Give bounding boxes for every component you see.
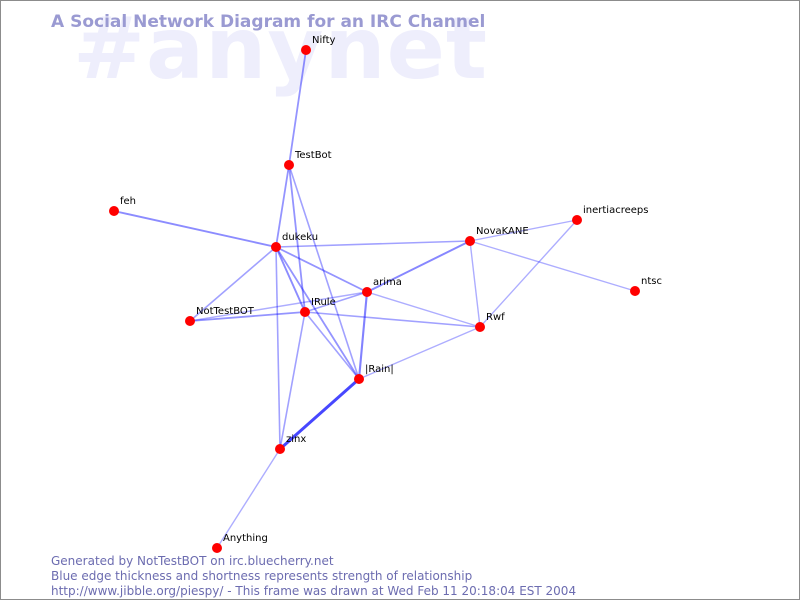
node-NovaKANE: NovaKANE: [465, 226, 529, 246]
node-feh: feh: [109, 196, 136, 216]
edge-Rain-zinx: [279, 377, 360, 451]
node-dot: [301, 45, 311, 55]
node-dot: [212, 543, 222, 553]
edge-Nifty-TestBot: [288, 49, 307, 166]
edge-IRule-Rwf: [304, 311, 481, 328]
node-zinx: zinx: [275, 434, 306, 454]
edge-IRule-Rain: [304, 311, 360, 380]
edge-arima-Rain: [357, 291, 369, 380]
edge-dukeku-NovaKANE: [275, 240, 471, 248]
node-dot: [300, 307, 310, 317]
edge-arima-NotTestBOT: [189, 291, 368, 322]
edge-inertiacreeps-Rwf: [479, 219, 578, 328]
node-ntsc: ntsc: [630, 276, 662, 296]
node-dot: [630, 286, 640, 296]
node-label: Rwf: [486, 312, 505, 323]
node-inertiacreeps: inertiacreeps: [572, 205, 648, 225]
edge-TestBot-dukeku: [275, 164, 290, 248]
footer-legend-note: Blue edge thickness and shortness repres…: [51, 569, 473, 583]
node-label: feh: [120, 196, 136, 207]
node-dot: [362, 287, 372, 297]
node-Anything: Anything: [212, 533, 268, 553]
edge-feh-dukeku: [113, 210, 277, 248]
node-arima: arima: [362, 277, 402, 297]
node-label: IRule: [311, 297, 336, 308]
node-dot: [275, 444, 285, 454]
node-dot: [109, 206, 119, 216]
node-Rwf: Rwf: [475, 312, 505, 332]
edge-NovaKANE-inertiacreeps: [469, 219, 578, 242]
node-label: inertiacreeps: [583, 205, 648, 216]
edge-dukeku-NotTestBOT: [189, 246, 277, 322]
node-label: NovaKANE: [476, 226, 529, 237]
node-label: Nifty: [312, 35, 336, 46]
edge-layer: [113, 49, 636, 549]
edge-arima-IRule: [304, 291, 368, 313]
diagram-title: A Social Network Diagram for an IRC Chan…: [51, 12, 486, 32]
footer-generated-by: Generated by NotTestBOT on irc.bluecherr…: [51, 554, 334, 568]
node-TestBot: TestBot: [284, 150, 332, 170]
node-dot: [572, 215, 582, 225]
node-dot: [475, 322, 485, 332]
node-label: Anything: [223, 533, 268, 544]
node-label: TestBot: [294, 150, 332, 161]
edge-NovaKANE-arima: [366, 240, 471, 293]
edge-TestBot-Rain: [288, 164, 360, 380]
node-Rain: |Rain|: [354, 364, 394, 384]
node-dot: [271, 242, 281, 252]
node-dot: [284, 160, 294, 170]
edge-NotTestBOT-IRule: [189, 311, 306, 322]
edge-dukeku-arima: [275, 246, 368, 293]
node-label: ntsc: [641, 276, 662, 287]
edge-NovaKANE-Rwf: [469, 240, 481, 328]
edge-zinx-Anything: [216, 448, 281, 549]
node-dot: [465, 236, 475, 246]
node-label: zinx: [286, 434, 306, 445]
node-label: dukeku: [282, 232, 318, 243]
footer-timestamp: http://www.jibble.org/piespy/ - This fra…: [51, 584, 577, 598]
node-IRule: IRule: [300, 297, 336, 317]
edge-dukeku-IRule: [275, 246, 306, 313]
edge-TestBot-IRule: [288, 164, 306, 313]
edge-NovaKANE-ntsc: [469, 240, 636, 292]
channel-watermark: #anynet: [73, 0, 489, 99]
node-label: NotTestBOT: [196, 306, 255, 317]
node-Nifty: Nifty: [301, 35, 336, 55]
node-label: arima: [373, 277, 402, 288]
edge-IRule-zinx: [279, 311, 306, 450]
edge-Rwf-Rain: [358, 326, 481, 380]
node-dukeku: dukeku: [271, 232, 318, 252]
edge-dukeku-Rain: [275, 246, 360, 380]
node-label: |Rain|: [365, 364, 394, 375]
node-dot: [185, 316, 195, 326]
node-NotTestBOT: NotTestBOT: [185, 306, 255, 326]
edge-dukeku-zinx: [275, 246, 281, 450]
node-dot: [354, 374, 364, 384]
edge-arima-Rwf: [366, 291, 481, 328]
